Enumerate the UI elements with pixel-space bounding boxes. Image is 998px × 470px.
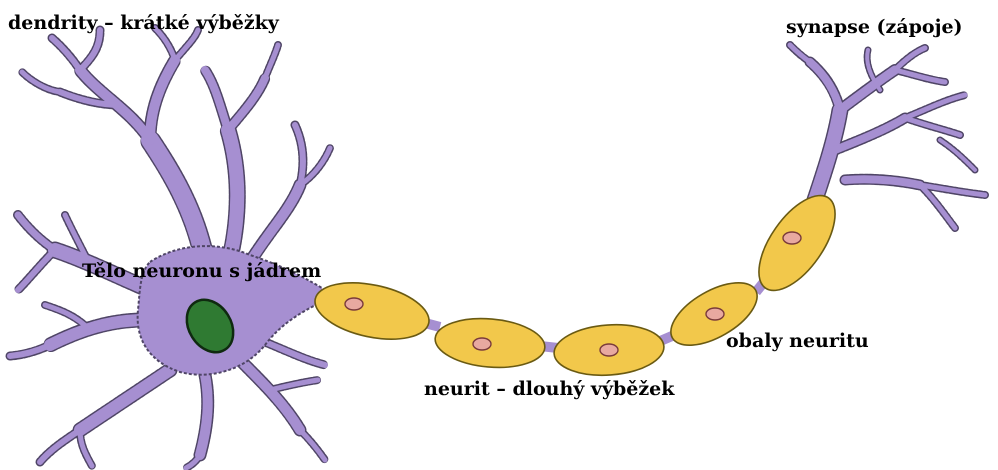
dendrites-label: dendrity – krátké výběžky (8, 14, 279, 33)
dendrite-branch (240, 360, 300, 430)
dendrite-branch (80, 370, 170, 430)
dendrite-branch (940, 140, 975, 170)
dendrite-branch (895, 48, 925, 70)
dendrite-branch (228, 78, 265, 130)
dendrite-branch (260, 340, 325, 365)
dendrite-branch (250, 185, 300, 262)
dendrites (10, 28, 985, 468)
dendrite-branch (905, 95, 965, 118)
sheath-segment (552, 321, 665, 379)
dendrite-branch (18, 215, 55, 250)
sheath-segment (433, 314, 547, 371)
synapses-label: synapse (zápoje) (786, 18, 963, 37)
neurite-label: neurit – dlouhý výběžek (424, 380, 674, 399)
dendrite-branch (18, 250, 55, 290)
dendrite-branch (150, 140, 205, 262)
cell-body-label: Tělo neuronu s jádrem (82, 262, 321, 281)
sheaths-label: obaly neuritu (726, 332, 869, 351)
dendrite-branch (905, 118, 960, 135)
dendrite-branch (40, 430, 80, 462)
dendrite-branch (300, 430, 325, 460)
dendrite-branch (186, 455, 200, 468)
sheath-segment (310, 274, 434, 349)
dendrite-branch (52, 38, 80, 70)
dendrite-branch (175, 30, 198, 60)
dendrite-branch (840, 70, 895, 110)
dendrite-branch (10, 345, 50, 356)
dendrite-branch (205, 70, 228, 130)
dendrite-branch (50, 320, 145, 345)
